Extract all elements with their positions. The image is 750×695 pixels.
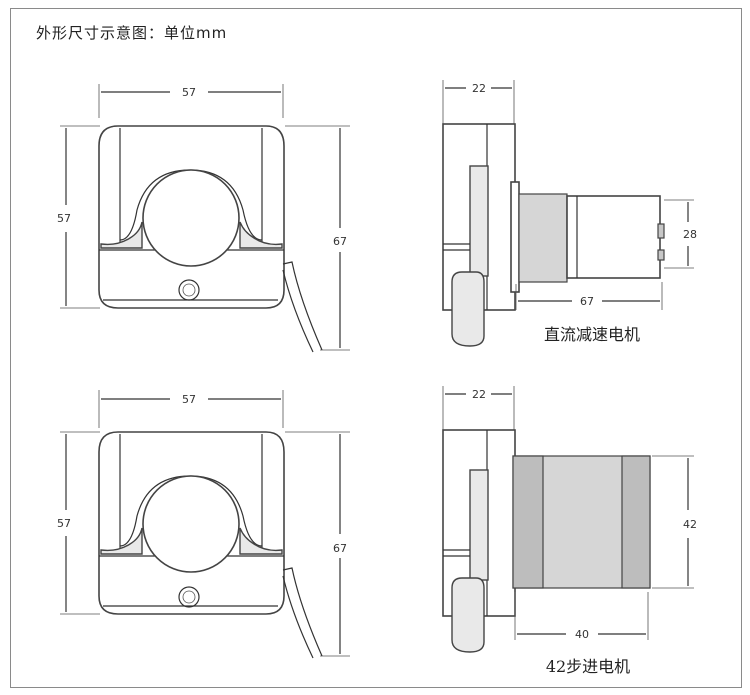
motor-diameter-dimension: 28: [683, 228, 697, 241]
width-dimension-bottom: 57: [182, 393, 196, 406]
left-height-dimension-top: 57: [57, 212, 71, 225]
drawing-frame: [10, 8, 742, 688]
caption-stepper-motor: 42步进电机: [546, 657, 630, 676]
depth-dimension-bottom: 22: [472, 388, 486, 401]
side-view-bottom: 22 42 40 42步进电机: [442, 386, 697, 676]
motor-length-dimension-bottom: 40: [575, 628, 589, 641]
width-dimension-top: 57: [182, 86, 196, 99]
motor-size-dimension: 42: [683, 518, 697, 531]
side-view-top: 22 28 67 直流减速电机: [442, 80, 697, 347]
depth-dimension-top: 22: [472, 82, 486, 95]
front-view-bottom: 57 57 67: [57, 390, 350, 659]
front-view-top: 57 57 67: [57, 84, 350, 353]
left-height-dimension-bottom: 57: [57, 517, 71, 530]
motor-length-dimension-top: 67: [580, 295, 594, 308]
right-height-dimension-top: 67: [333, 235, 347, 248]
drawing-title: 外形尺寸示意图：单位mm: [36, 24, 228, 42]
caption-dc-gear-motor: 直流减速电机: [544, 325, 640, 344]
right-height-dimension-bottom: 67: [333, 542, 347, 555]
